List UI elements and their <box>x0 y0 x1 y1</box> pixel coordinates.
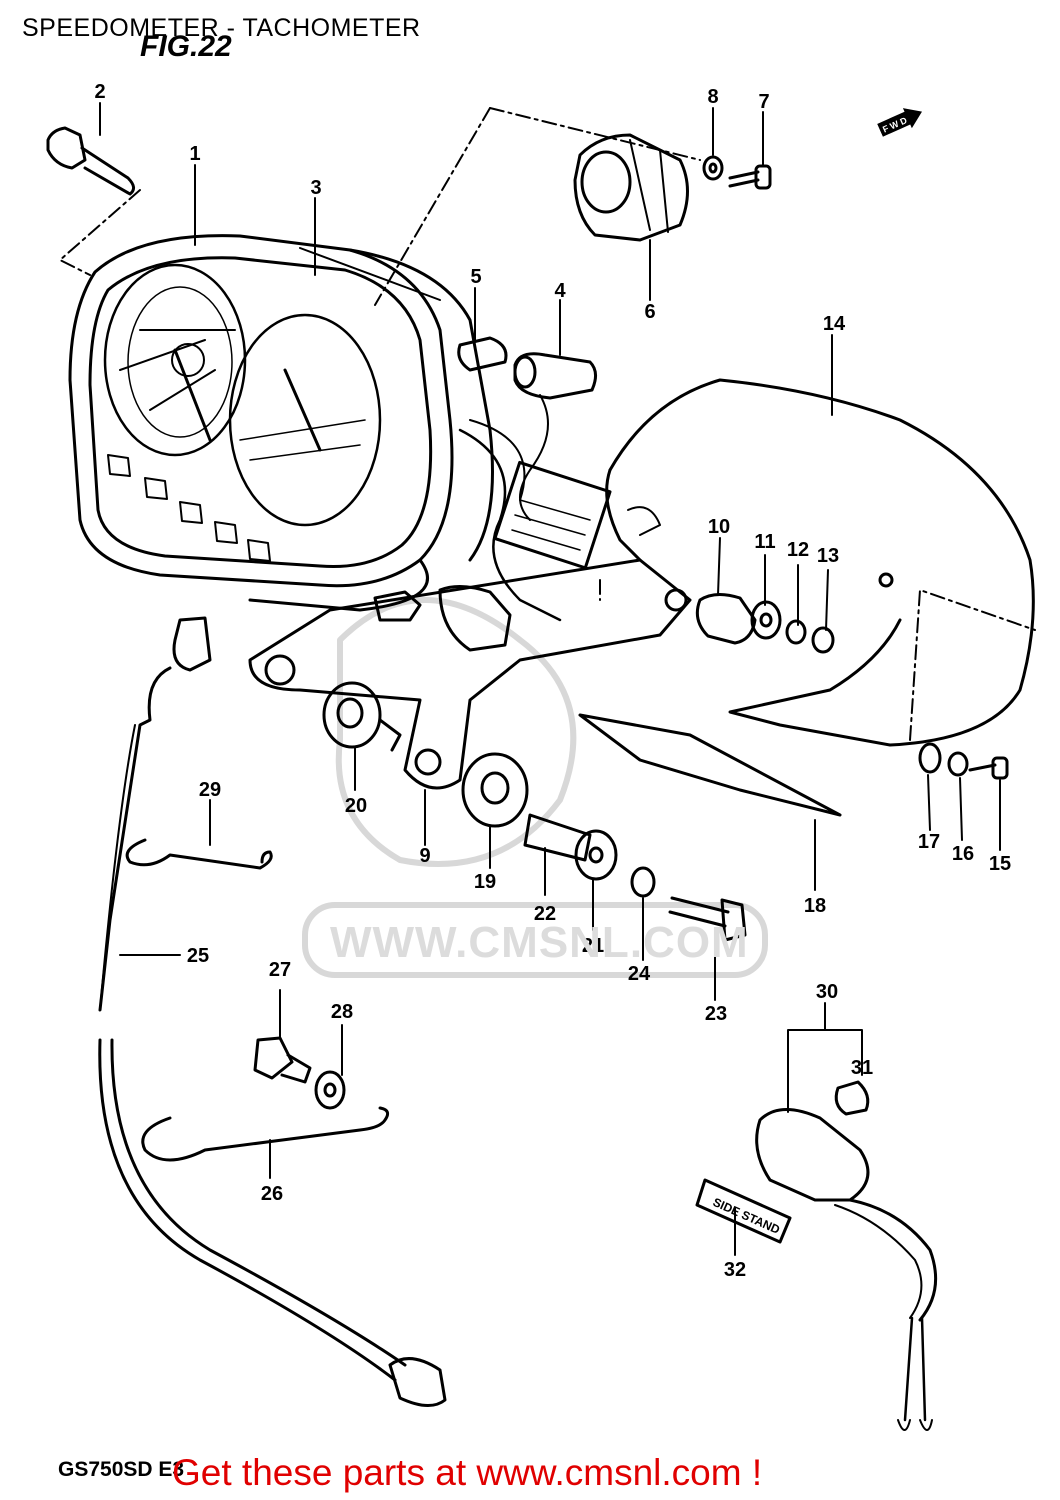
cover-fasteners <box>918 742 1009 780</box>
part-number-16: 16 <box>952 843 974 865</box>
part-number-22: 22 <box>534 903 556 925</box>
leader-lines <box>99 102 1001 1256</box>
bolt-27 <box>253 1036 312 1084</box>
part-number-5: 5 <box>470 266 481 288</box>
side-stand-label-plate: SIDE STAND <box>695 1178 792 1244</box>
part-number-32: 32 <box>724 1259 746 1281</box>
part-number-15: 15 <box>989 853 1011 875</box>
nut-13 <box>811 626 835 654</box>
part-number-23: 23 <box>705 1003 727 1025</box>
part-number-10: 10 <box>708 516 730 538</box>
washer-12 <box>785 619 807 645</box>
model-reference: GS750SD E3 <box>58 1458 185 1481</box>
part-number-28: 28 <box>331 1001 353 1023</box>
forward-arrow-icon: F W D <box>876 102 927 141</box>
part-number-18: 18 <box>804 895 826 917</box>
part-number-6: 6 <box>644 301 655 323</box>
washer-21 <box>574 829 618 881</box>
meter-bracket <box>248 506 692 790</box>
screw-7 <box>728 164 772 190</box>
lower-sockets <box>373 585 512 652</box>
part-number-2: 2 <box>94 81 105 103</box>
part-number-27: 27 <box>269 959 291 981</box>
part-number-25: 25 <box>187 945 209 967</box>
washer-24 <box>630 866 656 898</box>
socket-assembly <box>573 133 689 242</box>
meter-cover <box>605 378 1035 747</box>
bolt-23 <box>668 896 747 942</box>
page-title: SPEEDOMETER - TACHOMETER <box>22 14 421 42</box>
trip-reset-knob <box>46 126 135 196</box>
part-number-4: 4 <box>554 280 566 302</box>
part-number-7: 7 <box>758 91 769 113</box>
part-number-20: 20 <box>345 795 367 817</box>
cable-clamp-26 <box>141 1106 390 1162</box>
washer-28 <box>314 1070 346 1110</box>
part-number-21: 21 <box>582 935 604 957</box>
part-number-12: 12 <box>787 539 809 561</box>
bulb-socket <box>513 352 597 400</box>
part-number-19: 19 <box>474 871 496 893</box>
part-number-17: 17 <box>918 831 940 853</box>
part-number-30: 30 <box>816 981 838 1003</box>
part-number-14: 14 <box>823 313 846 335</box>
part-number-31: 31 <box>851 1057 873 1079</box>
grommet-19 <box>461 752 529 828</box>
speedometer-cable <box>98 616 447 1407</box>
collar-22 <box>523 813 592 862</box>
part-number-3: 3 <box>310 177 321 199</box>
meter-housing <box>68 234 494 612</box>
part-number-9: 9 <box>419 845 430 867</box>
assembly-lines <box>59 107 1036 741</box>
part-number-11: 11 <box>754 531 775 553</box>
part-number-1: 1 <box>189 143 200 165</box>
grommet-20 <box>322 681 402 752</box>
figure-number: FIG.22 <box>140 30 232 63</box>
bulb <box>457 336 508 372</box>
watermark-logo <box>302 597 768 978</box>
side-stand-bulb <box>834 1080 870 1116</box>
washer-8 <box>702 155 724 181</box>
rubber-cushion-18 <box>578 713 842 817</box>
part-number-24: 24 <box>628 963 651 985</box>
watermark-text: WWW.CMSNL.COM <box>330 918 749 967</box>
damper-10 <box>695 593 757 645</box>
part-number-13: 13 <box>817 545 839 567</box>
part-number-26: 26 <box>261 1183 283 1205</box>
part-number-29: 29 <box>199 779 221 801</box>
side-stand-lamp-socket <box>755 1108 938 1431</box>
cable-clamp-29 <box>125 838 273 870</box>
parts-shop-link[interactable]: Get these parts at www.cmsnl.com ! <box>172 1452 763 1493</box>
part-number-8: 8 <box>707 86 718 108</box>
